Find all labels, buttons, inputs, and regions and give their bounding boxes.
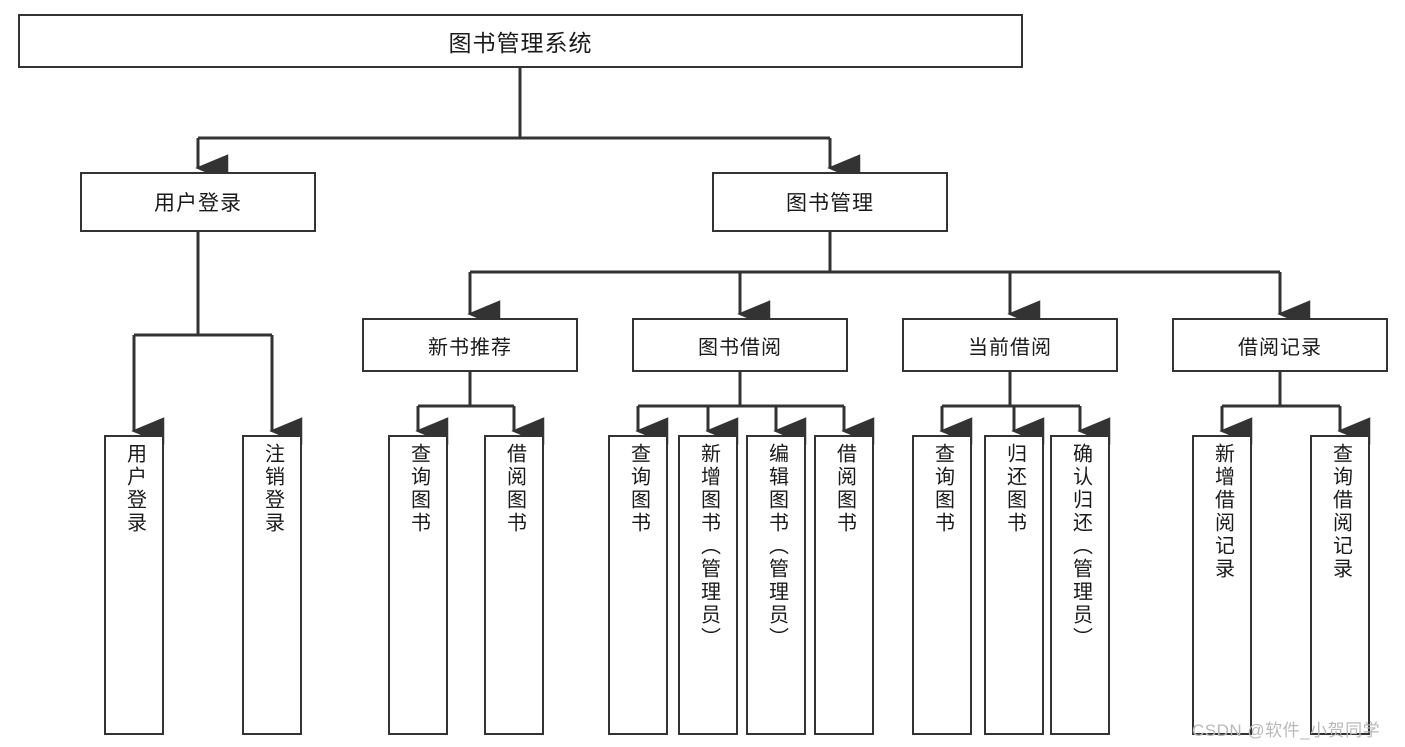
node-leaf-rec-borrow-book[interactable]: 借阅图书 [484, 435, 544, 735]
node-label: 归还图书 [1003, 443, 1026, 535]
node-leaf-borrow-query-book[interactable]: 查询图书 [608, 435, 668, 735]
node-book-borrowing[interactable]: 图书借阅 [632, 318, 848, 372]
node-leaf-user-login[interactable]: 用户登录 [104, 435, 164, 735]
node-leaf-edit-book-admin[interactable]: 编辑图书（管理员） [746, 435, 806, 735]
node-label: 查询图书 [407, 443, 430, 535]
node-root-book-management-system[interactable]: 图书管理系统 [18, 14, 1023, 68]
node-book-management[interactable]: 图书管理 [712, 172, 948, 232]
node-leaf-add-book-admin[interactable]: 新增图书（管理员） [678, 435, 738, 735]
node-current-borrowing[interactable]: 当前借阅 [902, 318, 1118, 372]
node-user-login[interactable]: 用户登录 [80, 172, 316, 232]
node-label: 当前借阅 [968, 336, 1052, 359]
node-leaf-query-borrow-record[interactable]: 查询借阅记录 [1310, 435, 1370, 735]
node-leaf-return-book[interactable]: 归还图书 [984, 435, 1044, 735]
node-label: 编辑图书（管理员） [765, 443, 788, 650]
node-label: 确认归还（管理员） [1069, 443, 1092, 650]
node-leaf-add-borrow-record[interactable]: 新增借阅记录 [1192, 435, 1252, 735]
node-new-book-recommendation[interactable]: 新书推荐 [362, 318, 578, 372]
node-label: 新书推荐 [428, 336, 512, 359]
node-borrowing-records[interactable]: 借阅记录 [1172, 318, 1388, 372]
node-label: 用户登录 [154, 192, 242, 215]
node-leaf-confirm-return-admin[interactable]: 确认归还（管理员） [1050, 435, 1110, 735]
node-leaf-borrow-book[interactable]: 借阅图书 [814, 435, 874, 735]
node-label: 借阅图书 [833, 443, 856, 535]
node-label: 借阅记录 [1238, 336, 1322, 359]
node-leaf-user-logout[interactable]: 注销登录 [242, 435, 302, 735]
node-label: 查询图书 [931, 443, 954, 535]
node-label: 图书借阅 [698, 336, 782, 359]
node-label: 新增借阅记录 [1211, 443, 1234, 581]
node-label: 借阅图书 [503, 443, 526, 535]
node-leaf-cur-query-book[interactable]: 查询图书 [912, 435, 972, 735]
node-label: 注销登录 [261, 443, 284, 535]
node-label: 图书管理系统 [448, 30, 593, 56]
node-label: 查询借阅记录 [1329, 443, 1352, 581]
node-label: 新增图书（管理员） [697, 443, 720, 650]
node-label: 查询图书 [627, 443, 650, 535]
node-leaf-rec-query-book[interactable]: 查询图书 [388, 435, 448, 735]
node-label: 图书管理 [786, 192, 874, 215]
node-label: 用户登录 [123, 443, 146, 535]
